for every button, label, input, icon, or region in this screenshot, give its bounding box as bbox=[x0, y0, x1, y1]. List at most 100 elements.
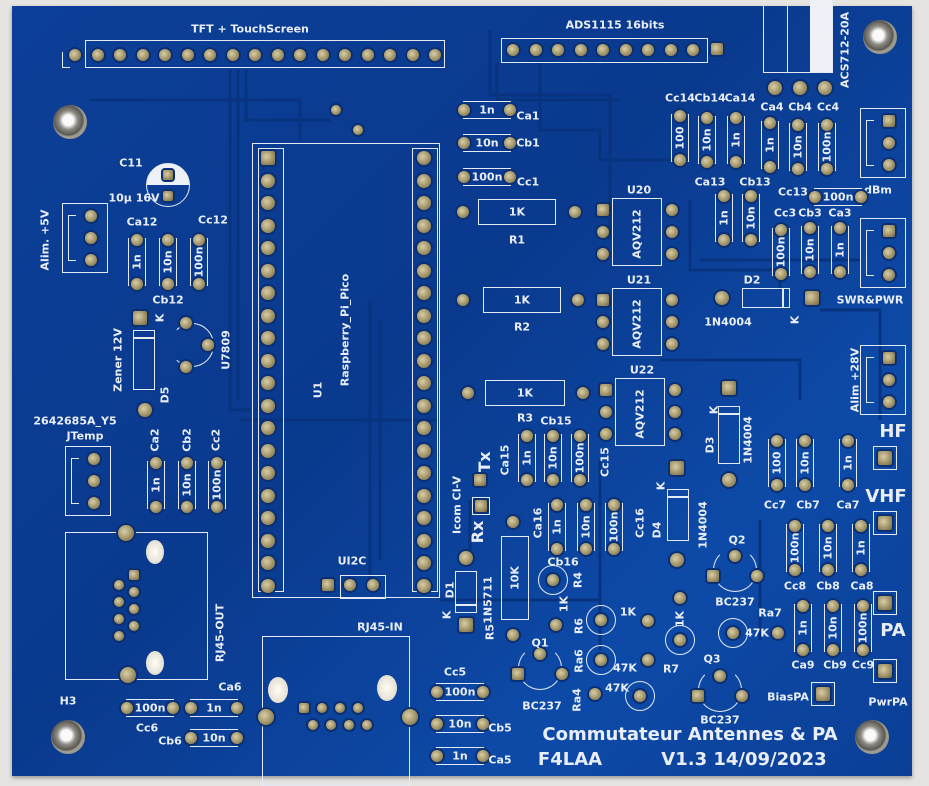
rj45-out-pin bbox=[129, 621, 139, 631]
hf-pad-label: HF bbox=[879, 421, 907, 442]
capacitor-ca3-ref: Ca3 bbox=[828, 206, 852, 220]
resistor-r6-pin bbox=[595, 614, 607, 626]
capacitor-cc4-pin bbox=[821, 163, 833, 175]
diode-d1-cathode-band bbox=[455, 604, 477, 606]
resistor-r2-ref: R2 bbox=[513, 320, 531, 334]
capacitor-ca12-value: 1n bbox=[130, 254, 144, 270]
capacitor-cc15-pin bbox=[574, 474, 586, 486]
capacitor-cc1-value: 100n bbox=[471, 170, 503, 184]
diode-d5-cathode-pin bbox=[133, 311, 147, 325]
relay-u21-pin bbox=[666, 316, 678, 328]
capacitor-cb15-pin bbox=[547, 430, 559, 442]
relay-u21-pin bbox=[597, 316, 609, 328]
u1-pin bbox=[417, 511, 431, 525]
relay-u20-outline bbox=[612, 198, 662, 266]
capacitor-ca8-pin bbox=[855, 520, 867, 532]
rj45-in-shield bbox=[258, 709, 274, 725]
capacitor-cc1-pin bbox=[504, 171, 516, 183]
ui2c-pin bbox=[322, 579, 334, 591]
capacitor-cb6-value: 10n bbox=[202, 731, 226, 745]
u1-pin bbox=[417, 241, 431, 255]
relay-u20-pin bbox=[666, 204, 678, 216]
resistor-ra7-ref: Ra7 bbox=[758, 606, 782, 620]
resistor-r5-body bbox=[501, 536, 529, 620]
relay-u20-pin bbox=[597, 226, 609, 238]
capacitor-cc1-ref: Cc1 bbox=[516, 175, 540, 189]
transistor-u7809-value: U7809 bbox=[219, 330, 233, 370]
tft-header-pin bbox=[204, 49, 216, 61]
capacitor-ca16-pin bbox=[551, 499, 563, 511]
capacitor-ca2-value: 1n bbox=[149, 477, 163, 493]
relay-u21-ref: U21 bbox=[626, 273, 652, 287]
capacitor-cb4-ref: Cb4 bbox=[788, 100, 812, 114]
diode-d3-cathode-pin bbox=[722, 381, 736, 395]
transistor-u7809-pin bbox=[202, 339, 214, 351]
acs712-outline bbox=[763, 0, 833, 73]
capacitor-cb3-value: 10n bbox=[803, 238, 817, 262]
capacitor-cc13-pin bbox=[855, 191, 867, 203]
relay-u21-outline bbox=[612, 288, 662, 356]
resistor-r4-outline bbox=[538, 565, 568, 595]
relay-u22-pin bbox=[600, 406, 612, 418]
icom-civ-label: Icom CI-V bbox=[450, 476, 464, 534]
resistor-ra7-pin bbox=[772, 627, 784, 639]
capacitor-ca8-ref: Ca8 bbox=[850, 579, 874, 593]
relay-u20-pin bbox=[666, 226, 678, 238]
capacitor-ca12-pin bbox=[131, 278, 143, 290]
resistor-r7-pin bbox=[674, 592, 686, 604]
capacitor-cb13-pin bbox=[745, 234, 757, 246]
capacitor-ca1-ref: Ca1 bbox=[516, 109, 540, 123]
transistor-q1-pin bbox=[556, 668, 568, 680]
capacitor-cc6-ref: Cc6 bbox=[135, 721, 159, 735]
tft-header-pin bbox=[136, 49, 149, 61]
biaspa-pad-label: BiasPA bbox=[767, 690, 809, 704]
via bbox=[353, 125, 363, 135]
capacitor-ca5-pin bbox=[431, 750, 443, 762]
relay-u22-ref: U22 bbox=[629, 363, 655, 377]
capacitor-cc15-ref: Cc15 bbox=[598, 447, 612, 477]
rj45-out-pin bbox=[129, 604, 139, 614]
capacitor-ca9-pin bbox=[797, 600, 809, 612]
capacitor-cc3-ref: Cc3 bbox=[773, 206, 797, 220]
capacitor-ca3-pin bbox=[834, 222, 846, 234]
diode-d4-value: 1N4004 bbox=[696, 501, 710, 549]
u1-pin bbox=[261, 196, 275, 210]
relay-u21-pin bbox=[666, 294, 678, 306]
u1-pin bbox=[261, 488, 275, 503]
rj45-in-pin bbox=[362, 720, 372, 730]
resistor-ra4-value: 47K bbox=[605, 681, 629, 695]
capacitor-cc5-value: 100n bbox=[444, 685, 476, 699]
tft-header-pin bbox=[226, 49, 239, 61]
diode-d4-cathode-mark: K bbox=[654, 481, 668, 491]
ads1115-header-pin-1 bbox=[711, 43, 723, 55]
resistor-ra6-value: 47K bbox=[613, 661, 637, 675]
resistor-r1-pin bbox=[457, 206, 469, 218]
capacitor-ca4-pin bbox=[764, 161, 776, 173]
capacitor-cb13-value: 10n bbox=[744, 206, 758, 230]
capacitor-cc4-pin bbox=[821, 119, 833, 131]
diode-d5-anode-pin bbox=[138, 403, 152, 417]
c11-value: 10µ 16V bbox=[108, 191, 160, 205]
ads1115-header-pin bbox=[642, 44, 654, 56]
u1-pin bbox=[417, 533, 431, 548]
capacitor-cb8-pin bbox=[822, 520, 834, 532]
capacitor-cb2-pin bbox=[181, 501, 193, 513]
tft-header-pin bbox=[339, 49, 351, 61]
capacitor-ca5-value: 1n bbox=[452, 749, 468, 763]
capacitor-cc1-pin bbox=[458, 171, 470, 183]
u1-pin bbox=[417, 488, 431, 503]
transistor-q2-pin bbox=[751, 570, 763, 582]
resistor-r6-outline bbox=[586, 605, 616, 635]
dbm-connector-pin bbox=[883, 115, 895, 127]
alim-5v-connector-pin bbox=[85, 232, 97, 244]
swr-pwr-connector-outline bbox=[860, 218, 906, 288]
transistor-u7809-pin bbox=[180, 361, 192, 373]
capacitor-cb9-pin bbox=[827, 600, 839, 612]
resistor-r3-value: 1K bbox=[516, 386, 534, 400]
relay-u22-outline bbox=[615, 378, 665, 446]
u1-pin bbox=[261, 466, 275, 480]
diode-d1-body bbox=[455, 571, 477, 613]
capacitor-ca6-pin bbox=[231, 702, 243, 714]
ads1115-header-pin bbox=[529, 44, 542, 56]
swr-pwr-connector-label: SWR&PWR bbox=[836, 293, 904, 307]
